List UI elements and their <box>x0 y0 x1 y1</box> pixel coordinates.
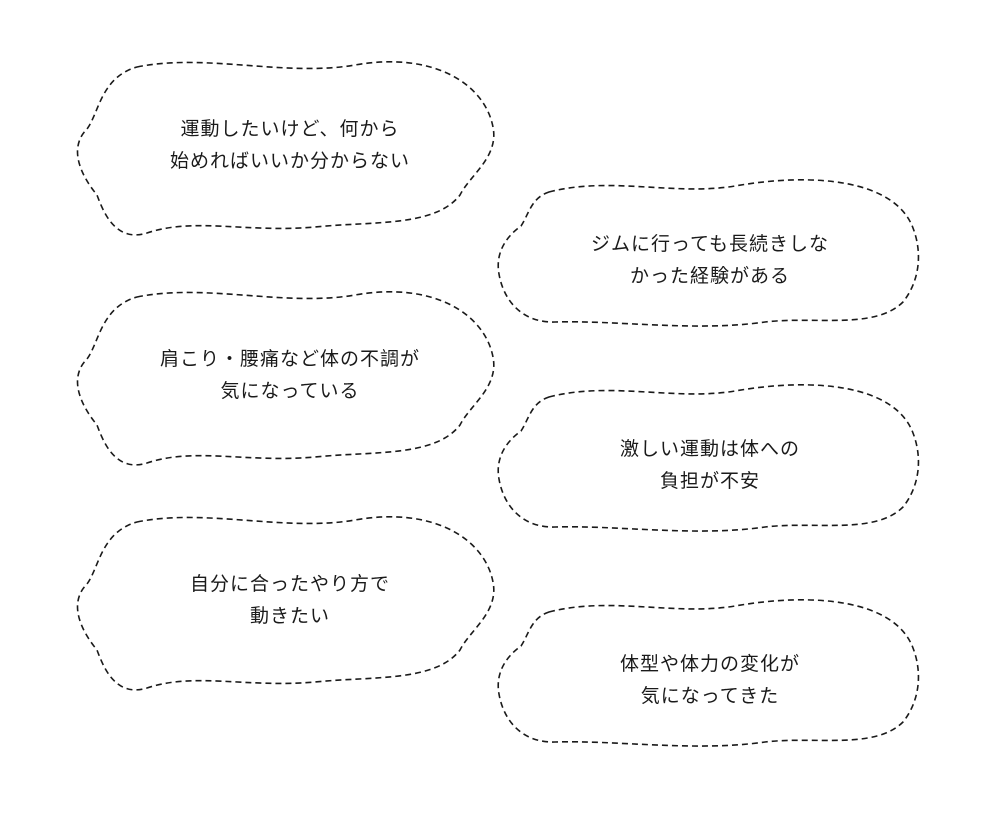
concern-text-line: 体型や体力の変化が <box>619 653 800 675</box>
concern-text-line: 始めればいいか分からない <box>169 150 410 172</box>
concern-text-line: 気になっている <box>220 380 360 402</box>
concern-bubble-5: 自分に合ったやり方で 動きたい <box>75 510 505 691</box>
concern-text-line: 激しい運動は体への <box>619 438 800 460</box>
cloud-outline-icon <box>76 516 495 691</box>
concern-text: 肩こり・腰痛など体の不調が 気になっている <box>115 285 465 465</box>
concern-bubble-2: ジムに行っても長続きしな かった経験がある <box>495 170 925 350</box>
cloud-outline-icon <box>76 291 495 466</box>
cloud-outline-icon <box>76 61 495 236</box>
concern-bubble-3: 肩こり・腰痛など体の不調が 気になっている <box>75 285 505 466</box>
concern-text: 運動したいけど、何から 始めればいいか分からない <box>115 55 465 235</box>
concern-text-line: 動きたい <box>249 605 330 627</box>
concern-text-line: 自分に合ったやり方で <box>189 573 390 595</box>
concern-text-line: 負担が不安 <box>659 470 760 492</box>
concern-text-line: ジムに行っても長続きしな <box>590 233 830 255</box>
cloud-outline-icon <box>497 599 920 747</box>
concern-text-line: 気になってきた <box>640 685 780 707</box>
concern-text: 激しい運動は体への 負担が不安 <box>535 375 885 555</box>
concern-text: 自分に合ったやり方で 動きたい <box>115 510 465 690</box>
cloud-outline-icon <box>497 179 920 327</box>
concern-text: ジムに行っても長続きしな かった経験がある <box>535 170 885 350</box>
concern-bubble-4: 激しい運動は体への 負担が不安 <box>495 375 925 555</box>
concern-bubble-6: 体型や体力の変化が 気になってきた <box>495 590 925 770</box>
cloud-outline-icon <box>497 384 920 532</box>
concern-text-line: 運動したいけど、何から <box>180 118 400 140</box>
concern-bubble-1: 運動したいけど、何から 始めればいいか分からない <box>75 55 505 236</box>
concern-text: 体型や体力の変化が 気になってきた <box>535 590 885 770</box>
concern-text-line: かった経験がある <box>629 265 790 287</box>
concern-text-line: 肩こり・腰痛など体の不調が <box>159 348 420 370</box>
